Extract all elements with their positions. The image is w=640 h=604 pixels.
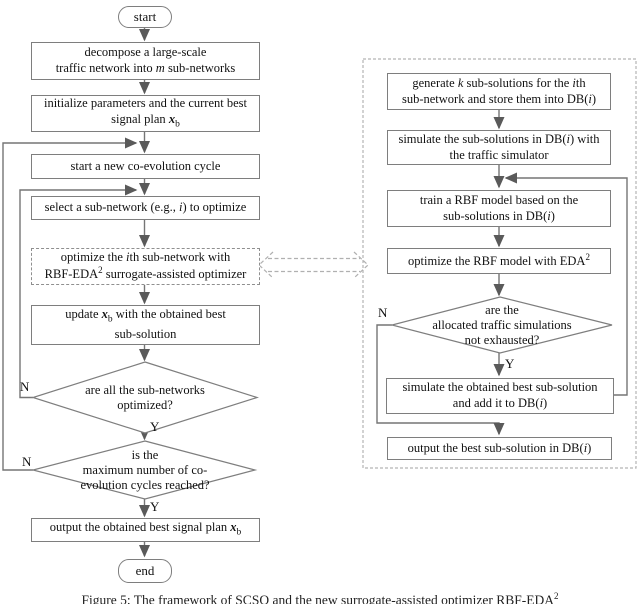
node-label: start a new co-evolution cycle — [70, 158, 221, 173]
node-update-best: update xb with the obtained best sub-sol… — [31, 305, 260, 345]
branch-label-yes-1: Y — [150, 419, 160, 434]
node-simulate-subsolutions: simulate the sub-solutions in DB(i) with… — [387, 130, 611, 165]
surrogate-panel-border — [362, 58, 637, 469]
diamond-all-subnetworks-label: are all the sub-networks optimized? — [85, 382, 205, 412]
node-start: start — [118, 6, 172, 28]
decision-diamonds — [30, 296, 613, 500]
node-label: output the obtained best signal plan xb — [49, 520, 242, 538]
diamond-max-cycles — [30, 440, 258, 500]
node-label: simulate the sub-solutions in DB(i) with… — [398, 131, 600, 162]
node-optimize-rbf: optimize the RBF model with EDA2 — [387, 248, 611, 274]
branch-label-yes-3: Y — [505, 356, 515, 371]
node-label: generate k sub-solutions for the ith sub… — [401, 75, 597, 106]
dashed-double-arrow — [258, 251, 369, 279]
diamond-all-subnetworks — [31, 361, 259, 434]
node-label: optimize the RBF model with EDA2 — [408, 252, 590, 269]
node-output-signal-plan: output the obtained best signal plan xb — [31, 518, 260, 542]
node-new-cycle: start a new co-evolution cycle — [31, 154, 260, 179]
node-label: simulate the obtained best sub-solution … — [402, 380, 598, 410]
node-train-rbf: train a RBF model based on the sub-solut… — [387, 190, 611, 227]
diamond-simulations-exhausted-label: are the allocated traffic simulations no… — [432, 302, 572, 347]
node-label: initialize parameters and the current be… — [43, 95, 248, 130]
right-flow-arrows — [376, 108, 628, 436]
node-simulate-best: simulate the obtained best sub-solution … — [386, 378, 614, 414]
branch-label-yes-2: Y — [150, 499, 160, 514]
figure-caption: Figure 5: The framework of SCSO and the … — [81, 591, 559, 604]
node-label: select a sub-network (e.g., i) to optimi… — [44, 200, 247, 215]
branch-label-no-2: N — [22, 454, 32, 469]
node-label: decompose a large-scale traffic network … — [55, 45, 236, 75]
node-end: end — [118, 559, 172, 583]
branch-label-no-3: N — [378, 305, 388, 320]
diamond-simulations-exhausted — [389, 296, 613, 354]
node-label: start — [133, 8, 157, 24]
branch-label-no-1: N — [20, 379, 30, 394]
node-label: update xb with the obtained best sub-sol… — [65, 307, 226, 341]
node-initialize: initialize parameters and the current be… — [31, 95, 260, 132]
node-optimize-subnetwork: optimize the ith sub-network with RBF-ED… — [31, 248, 260, 285]
node-label: output the best sub-solution in DB(i) — [407, 440, 592, 455]
node-label: end — [135, 562, 155, 578]
node-generate-subsolutions: generate k sub-solutions for the ith sub… — [387, 73, 611, 110]
node-select-subnetwork: select a sub-network (e.g., i) to optimi… — [31, 196, 260, 220]
node-decompose: decompose a large-scale traffic network … — [31, 42, 260, 80]
diamond-max-cycles-label: is the maximum number of co- evolution c… — [80, 447, 210, 492]
node-label: optimize the ith sub-network with RBF-ED… — [44, 249, 247, 282]
left-loop-arrows — [2, 137, 138, 471]
node-output-subsolution: output the best sub-solution in DB(i) — [387, 437, 612, 460]
node-label: train a RBF model based on the sub-solut… — [419, 192, 579, 223]
